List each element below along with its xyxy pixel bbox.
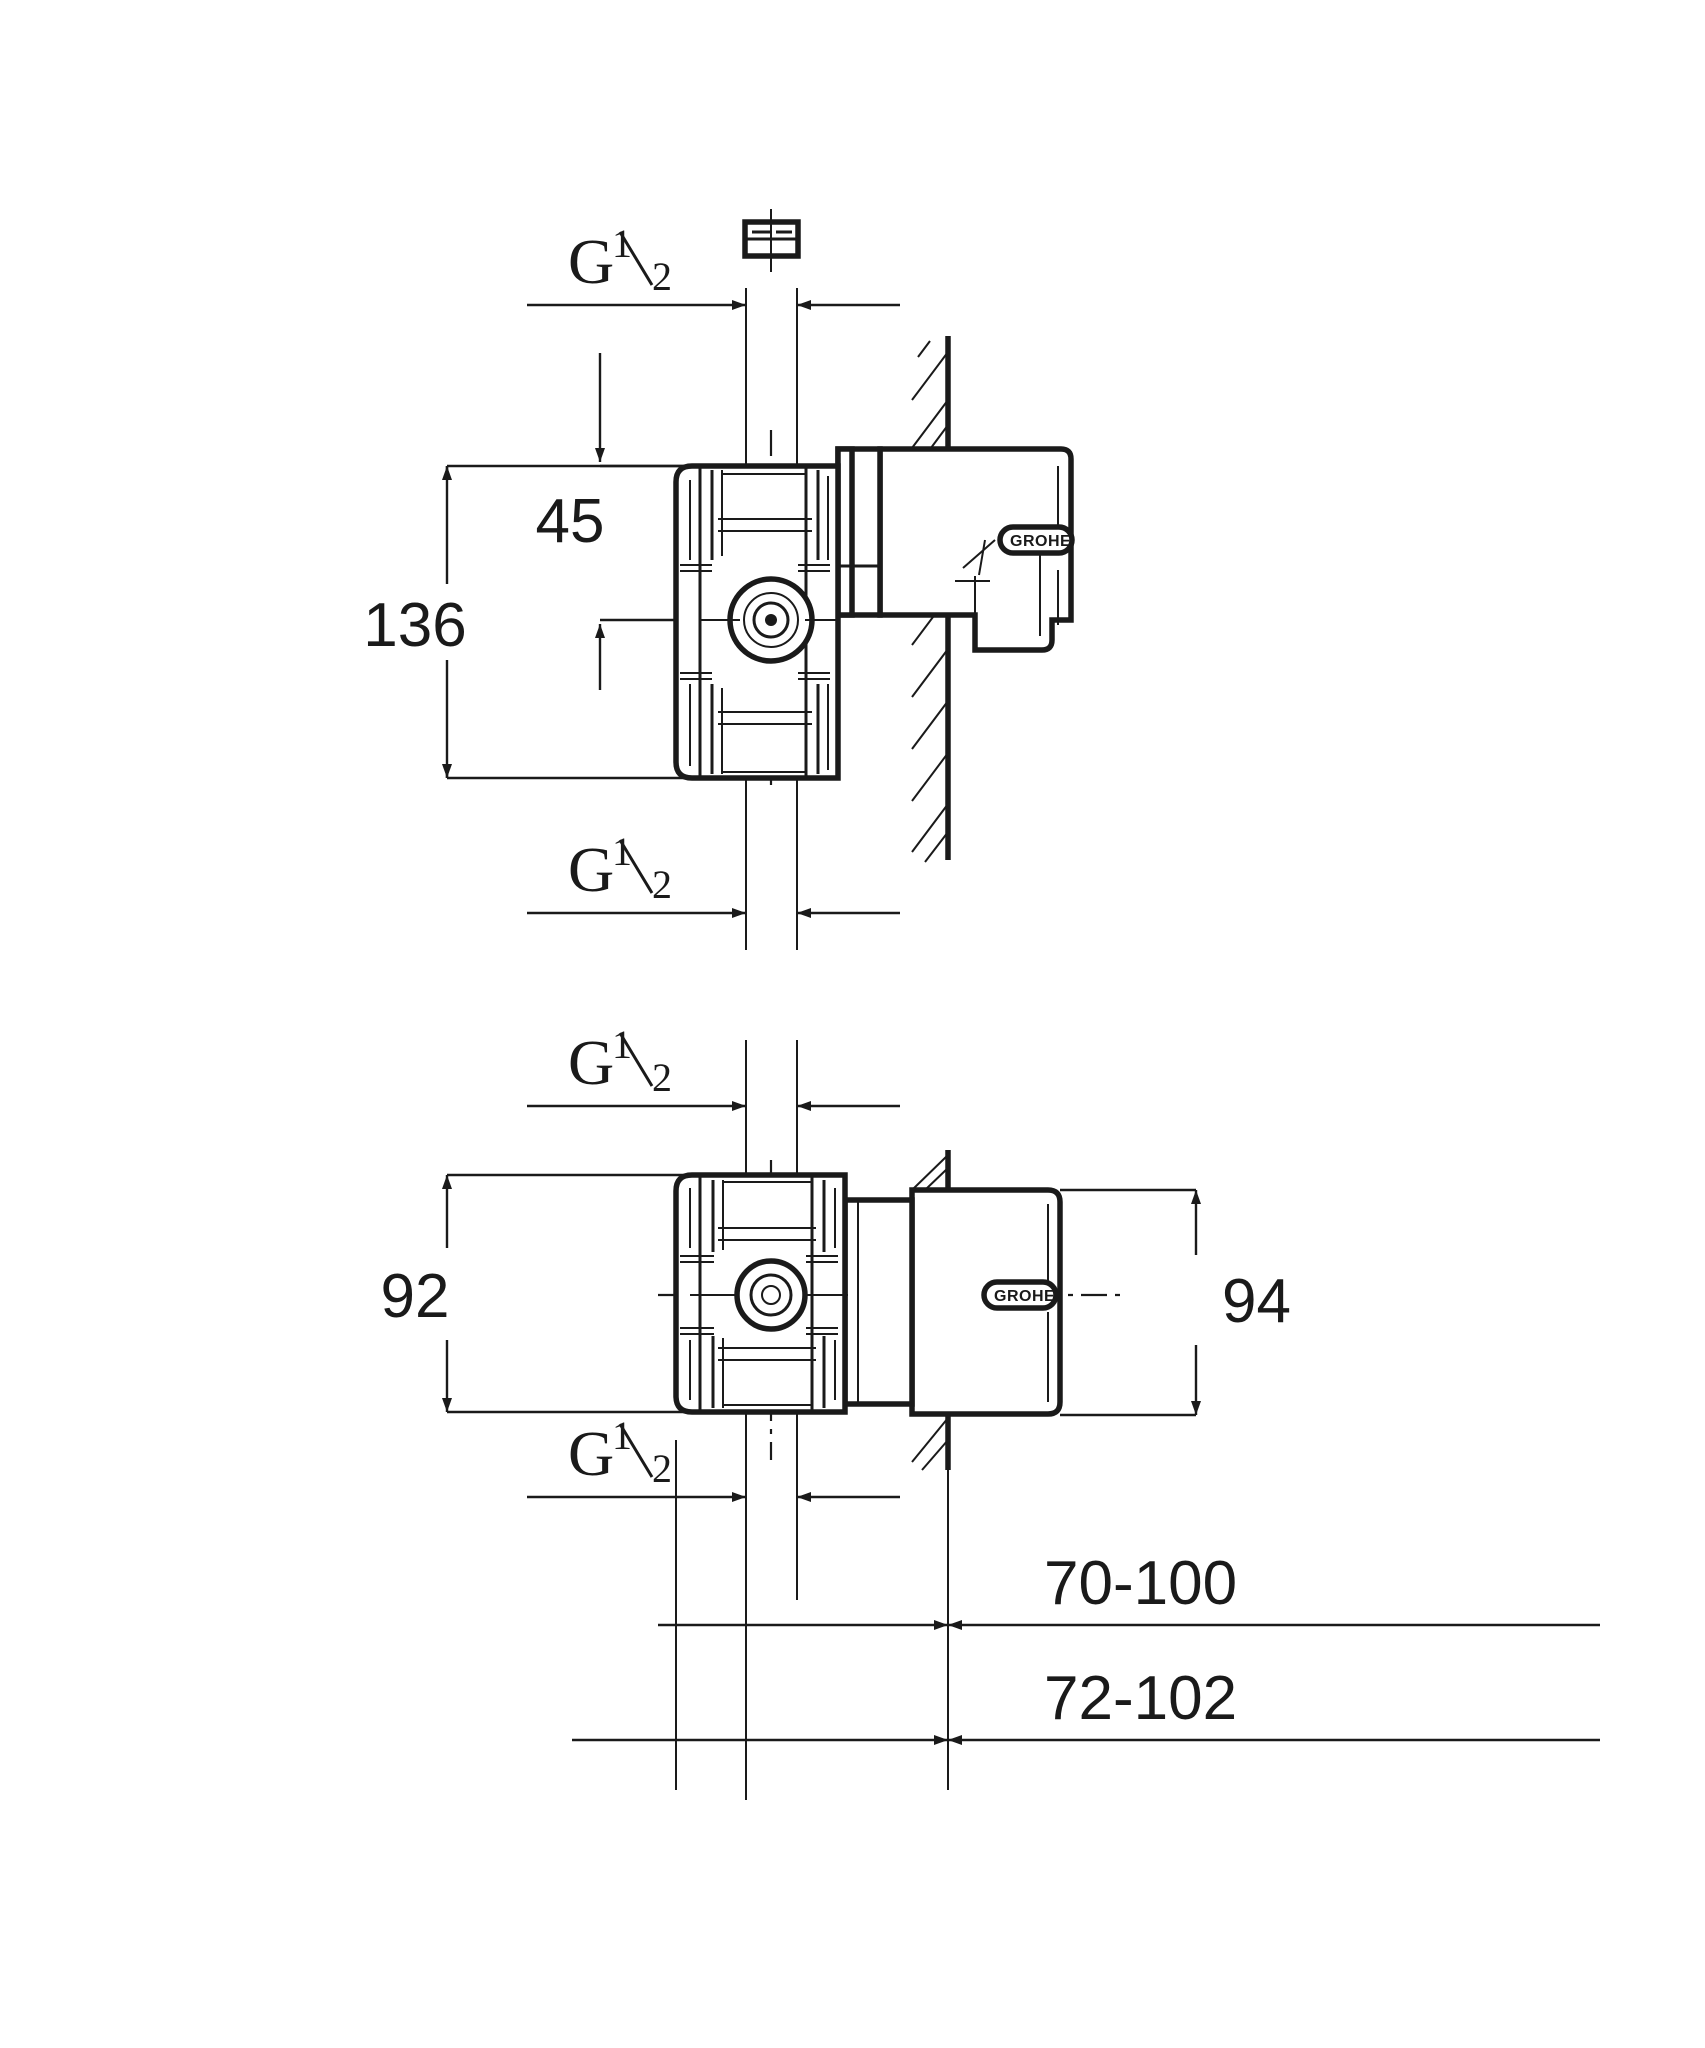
dim-label-72-102: 72-102 (1044, 1664, 1237, 1733)
thread-label-top2-g: G (568, 1027, 614, 1098)
valve-body-bottom (673, 1172, 848, 1415)
dimension-thread-top: G 1 2 (527, 221, 900, 310)
dimension-thread-bottom-2: G 1 2 (527, 1413, 900, 1502)
thread-label-top-g: G (568, 226, 614, 297)
thread-label-bot2-denominator: 2 (652, 1446, 672, 1491)
dimension-thread-top-2: G 1 2 (527, 1022, 900, 1111)
thread-label-bottom-numerator: 1 (612, 829, 632, 874)
sleeve-top (835, 446, 883, 618)
dim-label-136: 136 (363, 591, 466, 660)
dimension-depth-70-100: 70-100 (658, 1440, 1600, 1690)
dimension-depth-72-102: 72-102 (572, 1630, 1600, 1790)
wall-hatching-bottom (911, 1150, 951, 1471)
thread-label-bottom-g: G (568, 834, 614, 905)
brand-badge-bottom: GROHE (981, 1279, 1059, 1311)
thread-label-bottom-denominator: 2 (652, 862, 672, 907)
dim-label-45: 45 (536, 487, 605, 556)
valve-body-top (673, 463, 841, 781)
thread-label-top2-numerator: 1 (612, 1022, 632, 1067)
dimension-width-94: 94 (1060, 1188, 1291, 1417)
dimension-thread-bottom: G 1 2 (527, 829, 900, 918)
sleeve-bottom (842, 1197, 915, 1407)
cap-nut-symbol (742, 209, 801, 272)
brand-label-bottom: GROHE (994, 1288, 1055, 1305)
outer-protection-cap-bottom: GROHE (909, 1187, 1063, 1417)
thread-label-bot2-numerator: 1 (612, 1413, 632, 1458)
dim-label-92: 92 (381, 1262, 450, 1331)
wall-hatching-top (911, 336, 951, 863)
dim-label-94: 94 (1222, 1267, 1291, 1336)
spindle-circles-top (727, 576, 815, 664)
top-view-group: G 1 2 136 45 (363, 209, 1075, 950)
dimension-width-92: 92 (381, 1173, 700, 1414)
spindle-circles-bottom (734, 1258, 808, 1332)
dimension-height-136: 136 (363, 464, 700, 780)
thread-label-top2-denominator: 2 (652, 1055, 672, 1100)
thread-label-top-denominator: 2 (652, 254, 672, 299)
thread-label-top-numerator: 1 (612, 221, 632, 266)
brand-label-top: GROHE (1010, 533, 1071, 550)
dim-label-70-100: 70-100 (1044, 1549, 1237, 1618)
brand-badge-top: GROHE (997, 524, 1075, 556)
outer-protection-cap-top: GROHE (877, 446, 1075, 653)
bottom-view-group: G 1 2 92 94 (381, 1022, 1600, 1800)
thread-label-bot2-g: G (568, 1418, 614, 1489)
dimension-height-45: 45 (536, 353, 760, 690)
